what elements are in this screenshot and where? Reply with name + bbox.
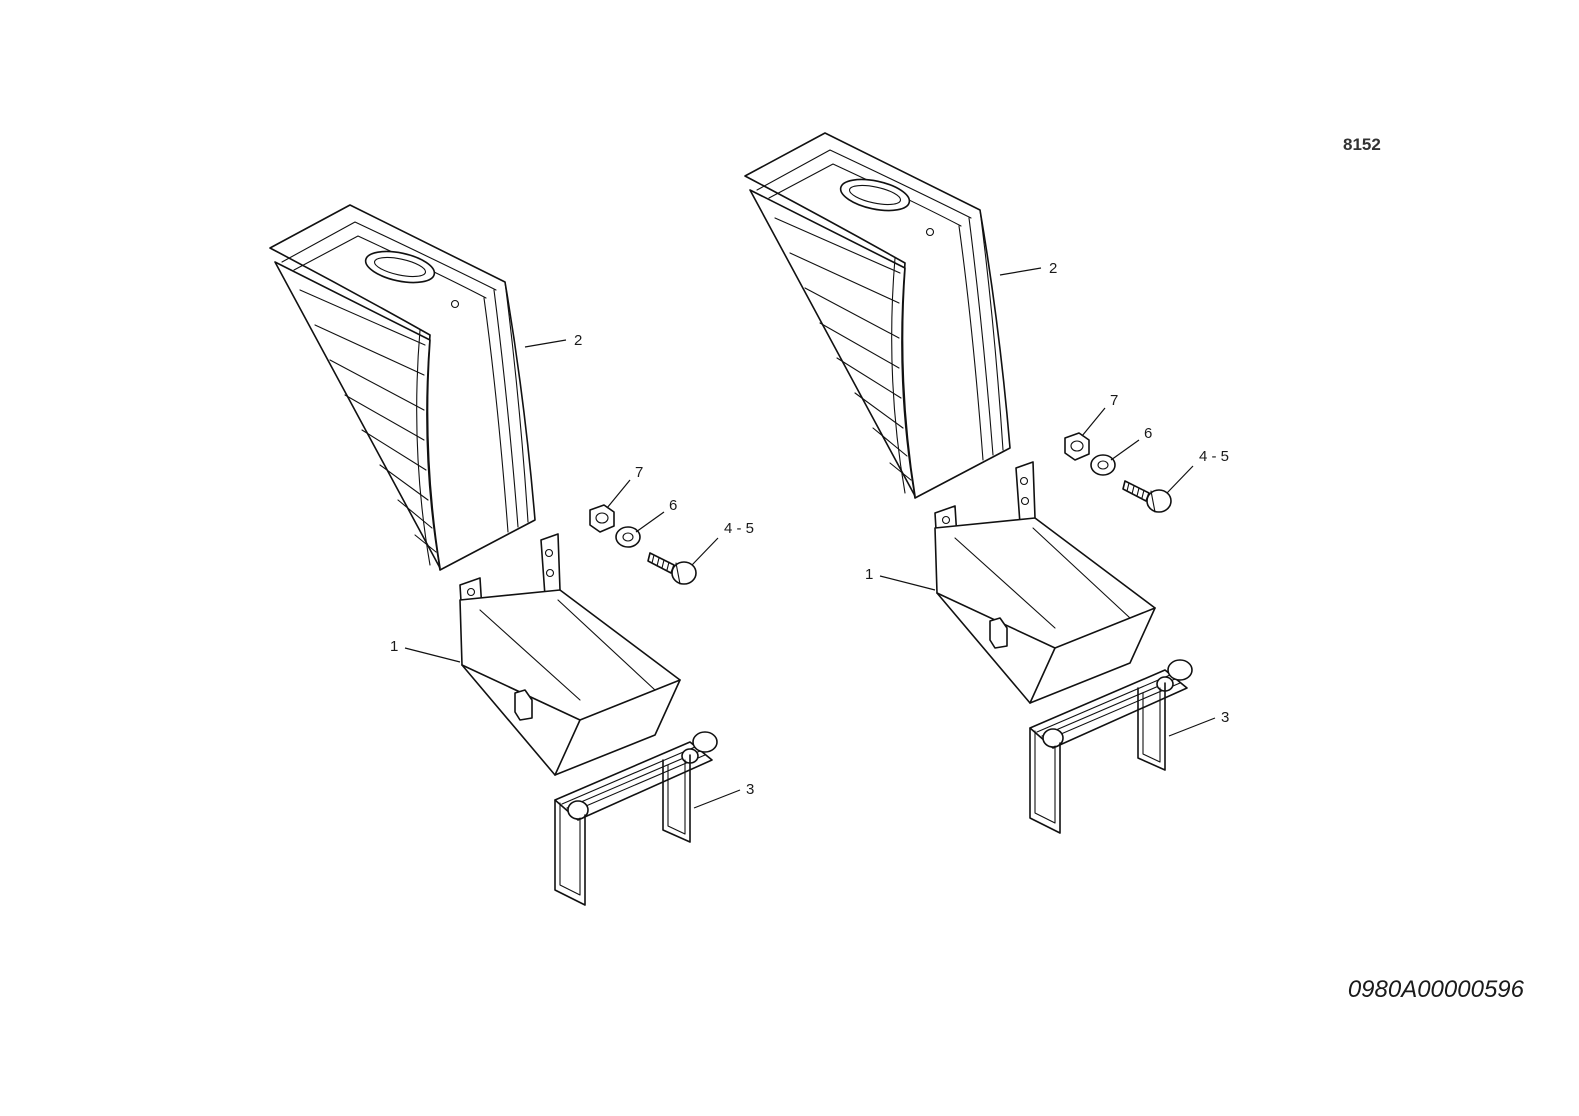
- label-bolt: 4 - 5: [724, 520, 754, 537]
- label-panel: 2: [574, 332, 582, 349]
- label-nut: 7: [635, 464, 643, 481]
- label-step: 3: [1221, 709, 1229, 726]
- label-bolt: 4 - 5: [1199, 448, 1229, 465]
- assembly-right-artwork: [744, 132, 1216, 834]
- label-bracket: 1: [865, 566, 873, 583]
- assembly-left: 2 7 6 4 - 5 1 3: [269, 204, 754, 906]
- label-step: 3: [746, 781, 754, 798]
- assembly-left-artwork: [269, 204, 741, 906]
- label-washer: 6: [1144, 425, 1152, 442]
- label-nut: 7: [1110, 392, 1118, 409]
- sheet-number: 8152: [1343, 135, 1381, 154]
- label-bracket: 1: [390, 638, 398, 655]
- label-panel: 2: [1049, 260, 1057, 277]
- drawing-code: 0980A00000596: [1348, 976, 1525, 1003]
- assembly-right: 2 7 6 4 - 5 1 3: [744, 132, 1229, 834]
- label-washer: 6: [669, 497, 677, 514]
